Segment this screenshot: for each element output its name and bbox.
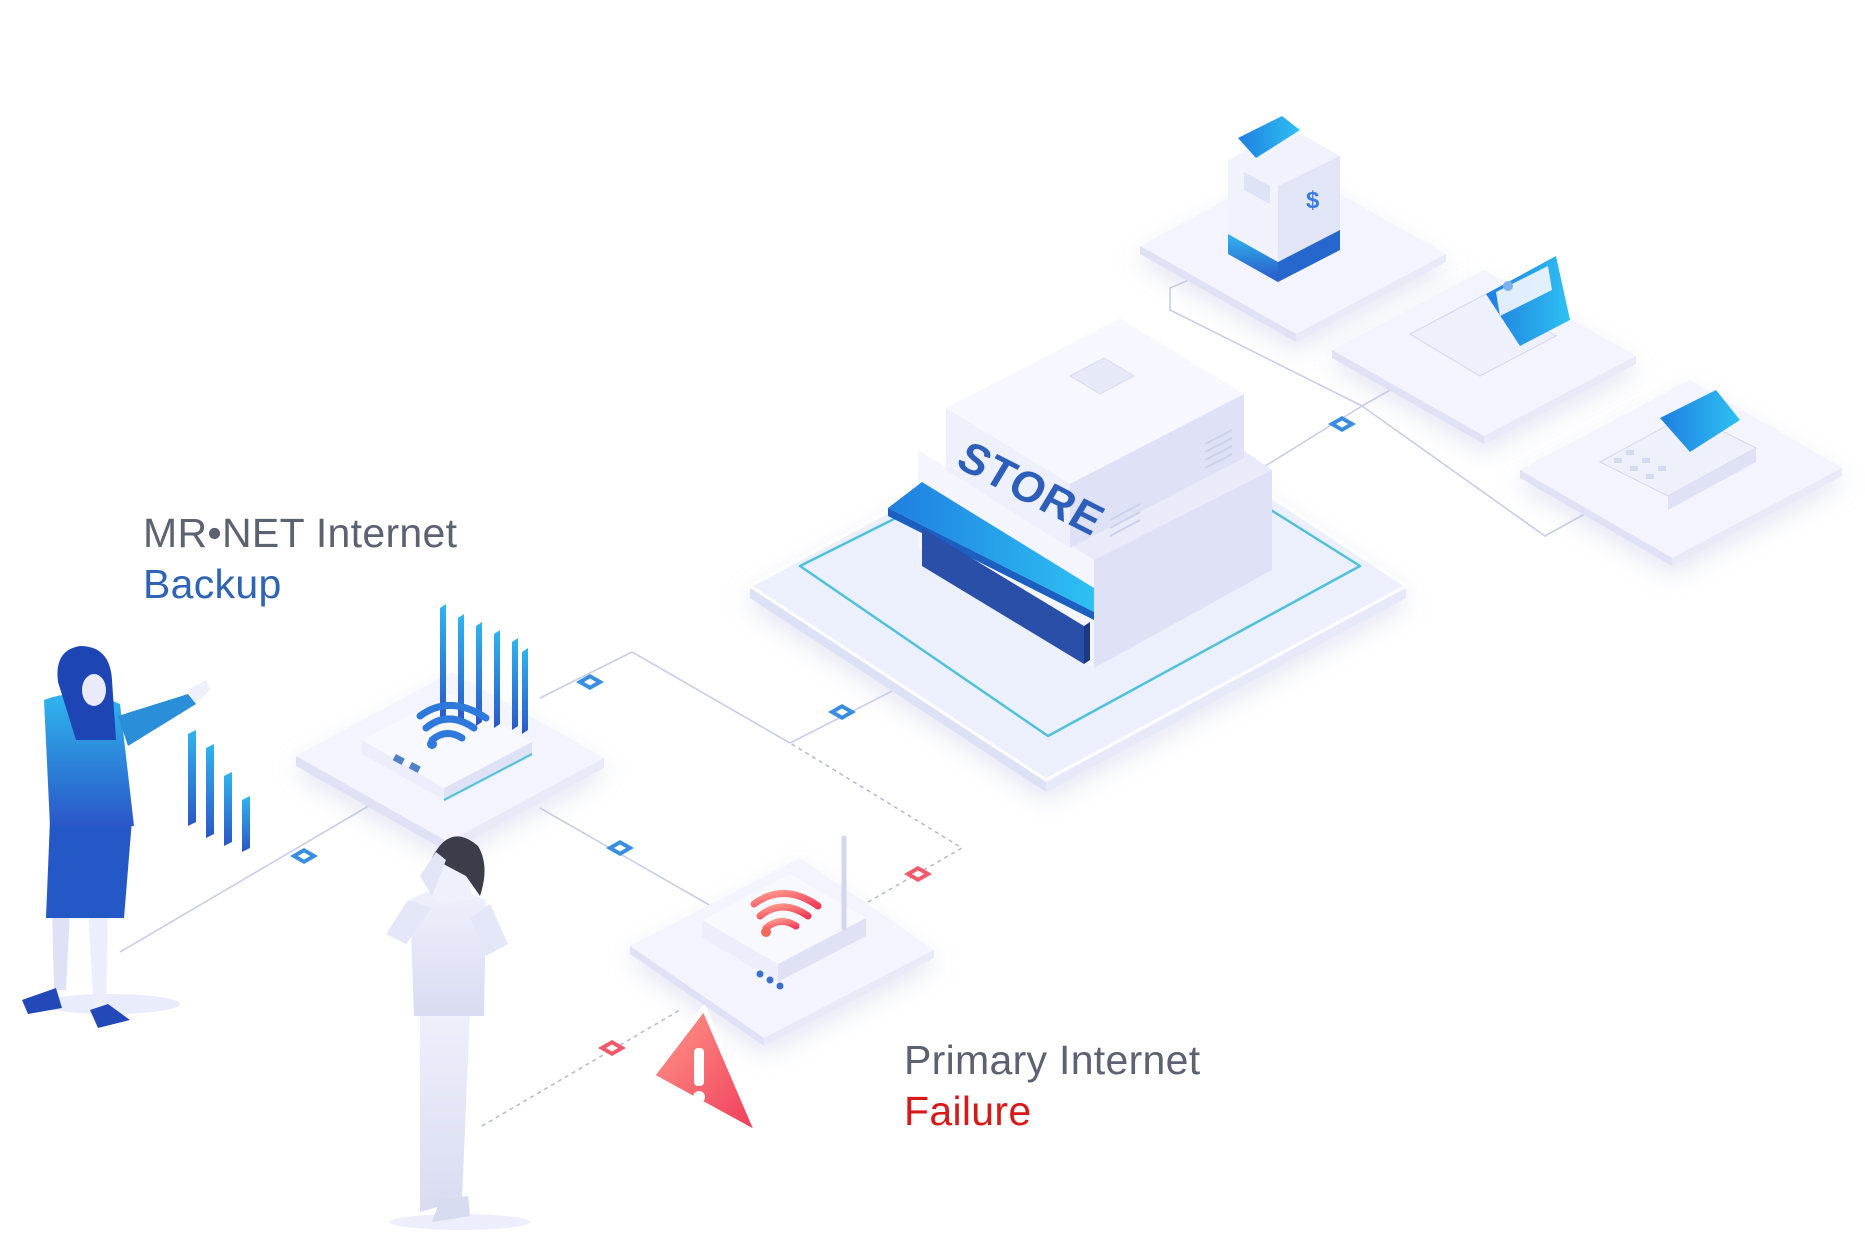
node-red xyxy=(904,866,932,882)
store-link-devices xyxy=(1261,405,1363,469)
atm-screen xyxy=(1238,116,1300,158)
backup-link-down xyxy=(631,651,791,744)
signal-bars-icon xyxy=(440,604,528,734)
warning-icon xyxy=(649,1005,761,1137)
laptop-icon xyxy=(1408,256,1570,377)
primary-router xyxy=(702,835,866,990)
node-blue xyxy=(1328,416,1356,432)
backup-label: MR•NET Internet Backup xyxy=(143,508,457,610)
node-blue xyxy=(828,704,856,720)
failed-link-router xyxy=(789,742,964,903)
wifi-failure-icon xyxy=(750,890,822,932)
backup-router xyxy=(362,604,533,802)
wifi-icon xyxy=(416,702,490,744)
node-blue xyxy=(290,848,318,864)
failure-label-title: Primary Internet xyxy=(904,1037,1201,1083)
node-blue xyxy=(606,840,634,856)
backup-connection xyxy=(119,269,1593,953)
backup-link-primary xyxy=(539,807,719,911)
failure-label: Primary Internet Failure xyxy=(904,1035,1200,1137)
pos-terminal-icon xyxy=(1598,390,1758,510)
node-blue xyxy=(576,674,604,690)
backup-label-title: MR•NET Internet xyxy=(143,510,458,556)
store-window xyxy=(922,528,1084,664)
failure-label-status: Failure xyxy=(904,1087,1032,1134)
store-building: STORE xyxy=(888,318,1272,668)
atm-dollar-icon: $ xyxy=(1306,187,1320,214)
stressed-person xyxy=(386,836,530,1230)
backup-link-up xyxy=(539,651,633,699)
connection-lines xyxy=(119,269,1593,1127)
failed-link-person xyxy=(481,1009,681,1127)
atm-machine: $ xyxy=(1228,116,1340,282)
connection-nodes xyxy=(290,416,1356,1056)
failed-connection xyxy=(481,742,964,1127)
device-bus-laptop xyxy=(1361,388,1393,407)
node-red xyxy=(598,1040,626,1056)
device-bus-pos xyxy=(1361,405,1593,537)
backup-label-status: Backup xyxy=(143,560,282,607)
store-awning xyxy=(888,482,1094,612)
backup-link-woman xyxy=(119,803,373,953)
bar-chart-icon xyxy=(188,730,250,852)
pos-screen xyxy=(1660,390,1740,452)
woman-pointing xyxy=(22,646,250,1028)
vent-grille xyxy=(1109,429,1233,537)
